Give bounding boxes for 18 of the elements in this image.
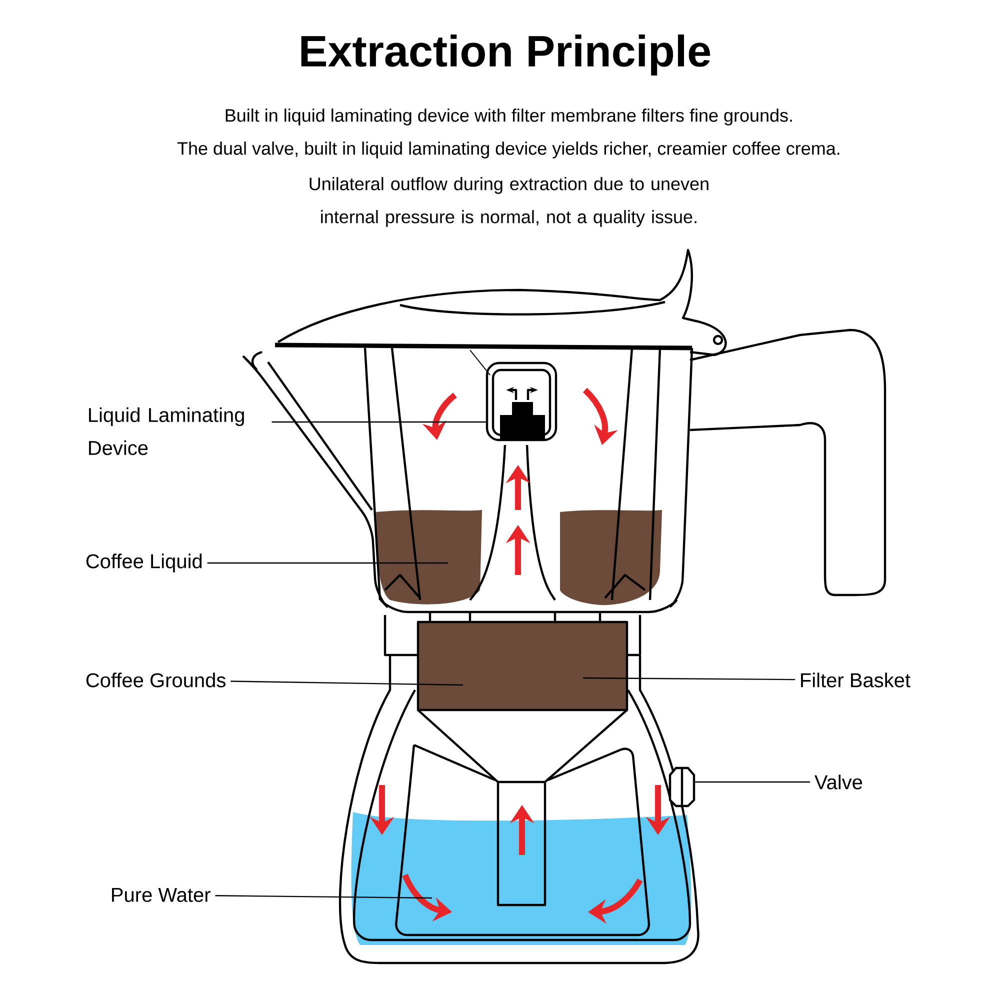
description-text: The dual valve, built in liquid laminating device yields richer, creamier coffee crema.: [177, 142, 840, 158]
part-label: Filter Basket: [801, 672, 910, 688]
leader-line: [695, 781, 810, 783]
description-text: Built in liquid laminating device with filter membrane filters fine grounds.: [226, 108, 792, 126]
leader-line: [207, 562, 448, 564]
laminating-device-drawing: [486, 362, 558, 442]
part-label: Pure Water: [112, 888, 210, 902]
description-text: Unilateral outflow during extraction due to uneven internal pressure is normal, not a quality issue.: [310, 177, 708, 227]
leader-line: [583, 677, 796, 680]
part-label: Liquid Laminating Device: [89, 407, 244, 456]
part-label: Coffee Liquid: [86, 554, 202, 572]
part-label: Valve: [814, 774, 862, 790]
part-label: Coffee Grounds: [86, 672, 226, 688]
leader-line: [272, 421, 486, 423]
leader-line: [215, 895, 432, 899]
valve-drawing: [668, 766, 696, 808]
title: Extraction Principle: [301, 34, 710, 76]
leader-line: [230, 680, 464, 686]
